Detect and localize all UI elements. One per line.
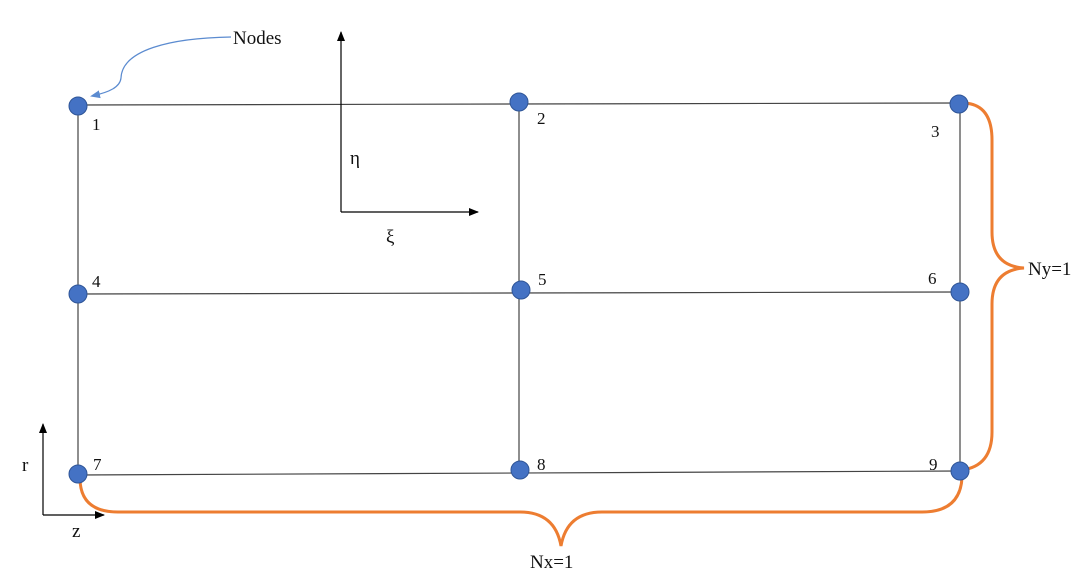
node-5-label: 5 <box>538 270 547 289</box>
node-8-marker <box>510 460 530 480</box>
nodes-callout-arrow <box>90 36 232 99</box>
node-markers <box>68 92 970 484</box>
node-7-marker <box>68 464 88 484</box>
xi-label: ξ <box>386 227 395 248</box>
node-4-label: 4 <box>92 272 101 291</box>
ny-brace <box>960 101 1025 472</box>
node-4-marker <box>68 284 88 304</box>
node-3-label: 3 <box>931 122 940 141</box>
nx-brace <box>78 476 964 547</box>
nodes-callout: Nodes <box>90 28 282 99</box>
node-1-marker <box>68 96 88 116</box>
local-axes: η ξ <box>337 31 479 248</box>
node-6-label: 6 <box>928 269 937 288</box>
global-axes: r z <box>22 423 105 542</box>
ny-label: Ny=1 <box>1028 259 1071 280</box>
node-2-label: 2 <box>537 109 546 128</box>
eta-label: η <box>350 148 360 169</box>
node-7-label: 7 <box>93 455 102 474</box>
z-label: z <box>72 521 80 542</box>
node-1-label: 1 <box>92 115 101 134</box>
node-6-marker <box>950 282 970 302</box>
braces <box>78 101 1025 547</box>
node-9-label: 9 <box>929 455 938 474</box>
node-8-label: 8 <box>537 455 546 474</box>
node-9-marker <box>950 461 970 481</box>
node-2-marker <box>509 92 529 112</box>
nx-label: Nx=1 <box>530 552 573 573</box>
node-3-marker <box>949 94 969 114</box>
nodes-callout-label: Nodes <box>233 28 282 49</box>
node-5-marker <box>511 280 531 300</box>
node-labels: 1 2 3 4 5 6 7 8 9 <box>92 109 940 474</box>
r-label: r <box>22 455 29 476</box>
